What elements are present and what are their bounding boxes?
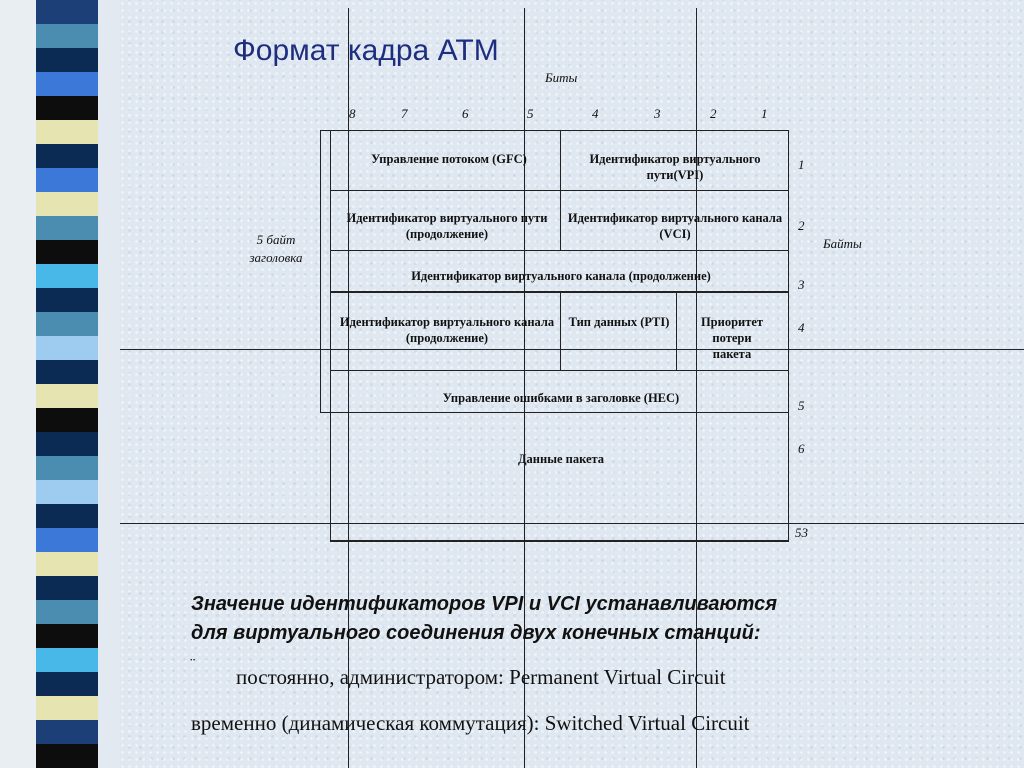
header-size-label-line2: заголовка (249, 250, 303, 265)
bit-number-3: 3 (654, 106, 661, 121)
stripe-segment (36, 480, 98, 504)
guide-line-vertical (524, 8, 525, 768)
byte-number-4: 4 (798, 320, 805, 335)
byte-number-3: 3 (798, 277, 805, 292)
bit-number-2: 2 (710, 106, 717, 121)
stripe-segment (36, 120, 98, 144)
stripe-segment (36, 312, 98, 336)
field-vpi: Идентификатор виртуального пути(VPI) (589, 152, 761, 182)
stripe-segment (36, 264, 98, 288)
stripe-segment (36, 432, 98, 456)
stripe-segment (36, 168, 98, 192)
note-line-1: Значение идентификаторов VPI и VCI устан… (191, 593, 778, 615)
frame-border-top (330, 130, 789, 131)
stripe-segment (36, 456, 98, 480)
bytes-label: Байты (823, 236, 862, 251)
stripe-segment (36, 24, 98, 48)
guide-line-horizontal (120, 523, 1024, 524)
stripe-segment (36, 216, 98, 240)
field-vci-continuation-row3: Идентификатор виртуального канала (продо… (411, 269, 711, 283)
stripe-segment (36, 192, 98, 216)
cell-divider (560, 292, 561, 370)
field-payload: Данные пакета (517, 452, 605, 466)
byte-number-53: 53 (795, 525, 808, 540)
bit-number-5: 5 (527, 106, 534, 121)
stripe-segment (36, 360, 98, 384)
header-bracket (320, 130, 321, 413)
field-vci: Идентификатор виртуального канала (VCI) (567, 211, 783, 241)
stripe-segment (36, 96, 98, 120)
stripe-segment (36, 744, 98, 768)
stripe-segment (36, 384, 98, 408)
note-line-2: для виртуального соединения двух конечны… (191, 622, 761, 644)
byte-number-2: 2 (798, 218, 805, 233)
stripe-band-shadow (98, 0, 120, 768)
stripe-segment (36, 672, 98, 696)
stripe-segment (36, 720, 98, 744)
stripe-segment (36, 48, 98, 72)
byte-number-6: 6 (798, 441, 805, 456)
bit-number-4: 4 (592, 106, 599, 121)
cell-divider (560, 130, 561, 251)
slide-title: Формат кадра ATM (233, 34, 499, 67)
decorative-stripe-band (36, 0, 98, 768)
stripe-segment (36, 72, 98, 96)
frame-border-right (788, 130, 789, 541)
row-separator (330, 370, 789, 371)
cell-divider (676, 292, 677, 370)
field-hec: Управление ошибками в заголовке (HEC) (442, 391, 680, 405)
stripe-segment (36, 528, 98, 552)
bullet-icon: ¨ (190, 656, 196, 673)
row-separator (330, 250, 789, 251)
note-item-switched: временно (динамическая коммутация): Swit… (191, 711, 750, 735)
stripe-segment (36, 552, 98, 576)
stripe-segment (36, 576, 98, 600)
frame-border-left (330, 130, 331, 541)
bit-number-1: 1 (761, 106, 768, 121)
bit-number-7: 7 (401, 106, 408, 121)
field-vci-continuation-row4: Идентификатор виртуального канала (продо… (339, 315, 555, 345)
stripe-segment (36, 696, 98, 720)
row-separator (330, 190, 789, 191)
byte-number-5: 5 (798, 398, 805, 413)
stripe-segment (36, 504, 98, 528)
guide-line-horizontal (120, 349, 1024, 350)
frame-border-bottom (330, 540, 789, 542)
row-separator (330, 412, 789, 413)
bit-number-6: 6 (462, 106, 469, 121)
left-margin (0, 0, 36, 768)
guide-line-vertical (348, 8, 349, 768)
byte-number-1: 1 (798, 157, 805, 172)
stripe-segment (36, 288, 98, 312)
field-pti: Тип данных (PTI) (568, 315, 670, 329)
stripe-segment (36, 144, 98, 168)
bits-label: Биты (545, 70, 578, 85)
stripe-segment (36, 648, 98, 672)
stripe-segment (36, 240, 98, 264)
field-gfc: Управление потоком (GFC) (371, 152, 527, 166)
row-separator (330, 291, 789, 293)
header-bracket-top (320, 130, 330, 131)
header-size-label-line1: 5 байт (256, 232, 296, 247)
stripe-segment (36, 624, 98, 648)
note-item-permanent: постоянно, администратором: Permanent Vi… (236, 665, 726, 689)
field-clp: Приоритет потери пакета (700, 315, 764, 361)
stripe-segment (36, 0, 98, 24)
header-bracket-bottom (320, 412, 330, 413)
header-size-label: 5 байт заголовка (236, 231, 316, 267)
field-vpi-continuation: Идентификатор виртуального пути (продолж… (346, 211, 548, 241)
stripe-segment (36, 600, 98, 624)
guide-line-vertical (696, 8, 697, 768)
bit-number-8: 8 (349, 106, 356, 121)
stripe-segment (36, 336, 98, 360)
stripe-segment (36, 408, 98, 432)
